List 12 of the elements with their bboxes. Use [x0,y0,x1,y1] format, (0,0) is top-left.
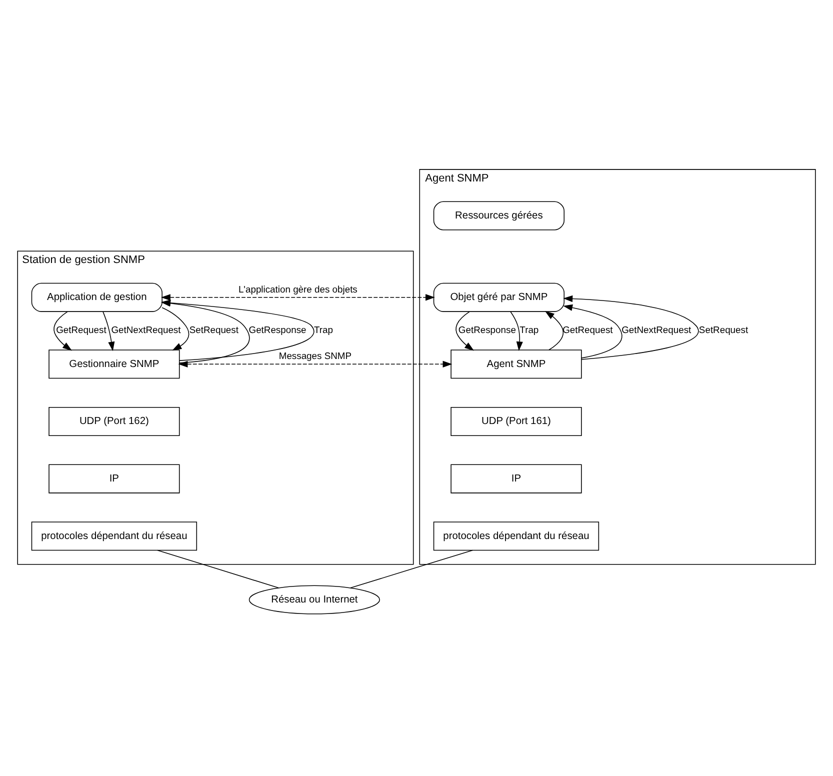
edge-label: L'application gère des objets [238,282,358,294]
edge-label: GetNextRequest [111,324,181,335]
edge-label: GetResponse [458,324,516,335]
edge-label: GetResponse [248,324,306,335]
edge-label: Trap [314,324,333,335]
edge-label: GetRequest [562,324,613,335]
edge-label: GetNextRequest [622,324,692,335]
edge-label: Messages SNMP [278,350,352,361]
edge-label: GetRequest [56,324,106,335]
edge-label: SetRequest [698,324,748,335]
edge-label: Trap [520,324,539,335]
edge-label: SetRequest [189,324,238,335]
